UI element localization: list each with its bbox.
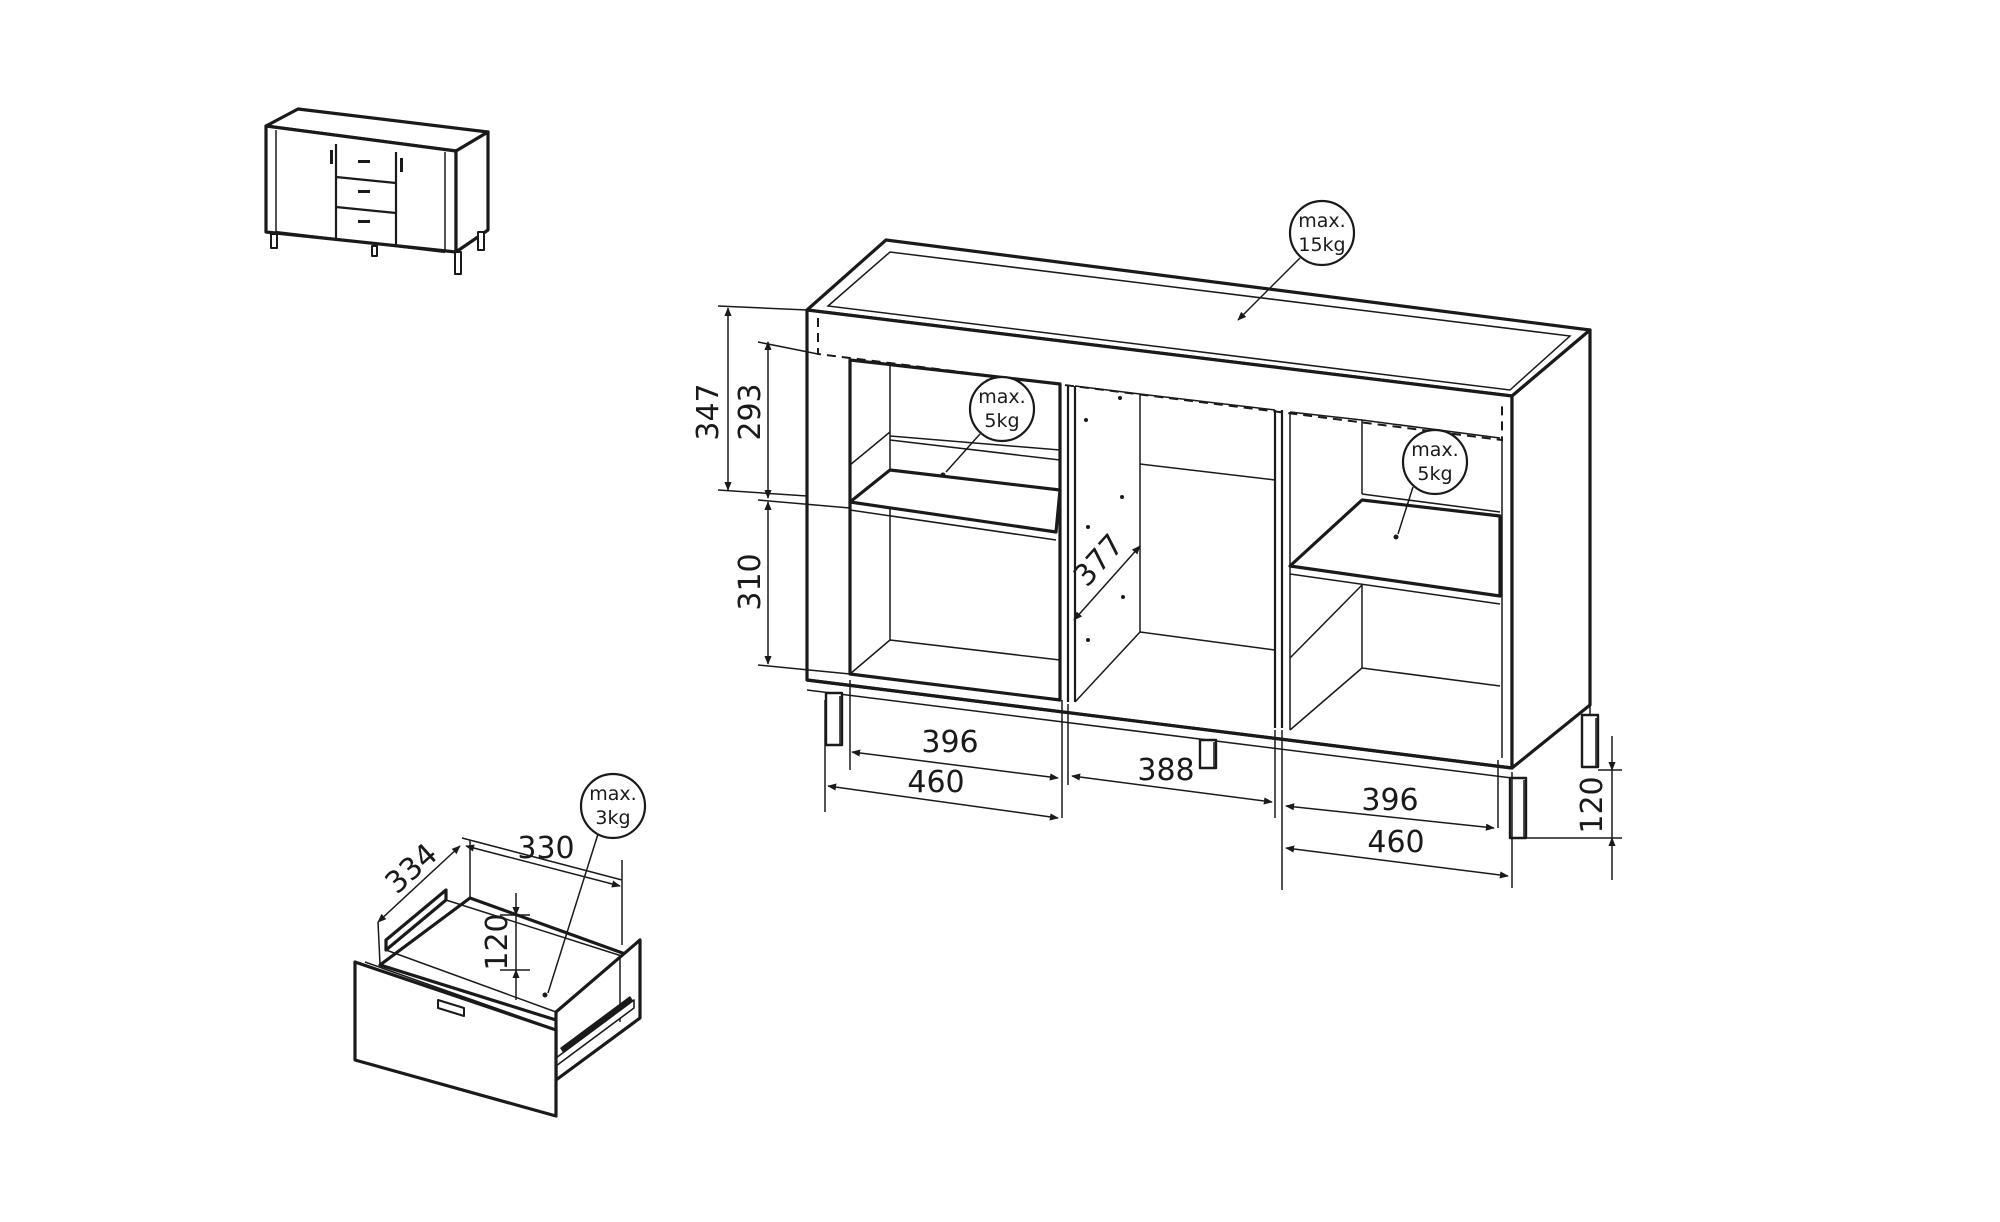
svg-text:5kg: 5kg bbox=[984, 410, 1019, 432]
cabinet-dimensions: 347 293 310 377 396 460 388 396 460 120 bbox=[691, 305, 1622, 890]
drawer-dim-330: 330 bbox=[517, 831, 574, 866]
drawer-front bbox=[353, 960, 558, 1118]
svg-text:3kg: 3kg bbox=[595, 807, 630, 829]
load-callout-drawer: max. 3kg bbox=[547, 772, 647, 994]
sideboard-thumbnail bbox=[264, 107, 490, 275]
svg-text:max.: max. bbox=[978, 386, 1025, 408]
svg-text:max.: max. bbox=[1298, 210, 1345, 232]
load-callout-right-shelf: max. 5kg bbox=[1397, 428, 1469, 535]
cabinet-side bbox=[1510, 328, 1592, 770]
dim-347: 347 bbox=[691, 383, 726, 440]
dim-396-right: 396 bbox=[1361, 783, 1418, 818]
svg-text:max.: max. bbox=[1411, 439, 1458, 461]
left-compartment bbox=[848, 358, 1062, 702]
dim-396-left: 396 bbox=[921, 725, 978, 760]
svg-text:max.: max. bbox=[589, 783, 636, 805]
svg-text:5kg: 5kg bbox=[1417, 463, 1452, 485]
middle-compartment bbox=[1066, 385, 1284, 728]
cabinet-legs bbox=[824, 691, 1600, 840]
load-callout-left-shelf: max. 5kg bbox=[945, 375, 1036, 473]
dim-388: 388 bbox=[1137, 753, 1194, 788]
right-compartment bbox=[1288, 411, 1502, 731]
dim-460-left: 460 bbox=[907, 765, 964, 800]
load-callout-top: max. 15kg bbox=[1237, 199, 1356, 321]
drawer-dim-334: 334 bbox=[379, 837, 445, 901]
dim-460-right: 460 bbox=[1367, 825, 1424, 860]
drawer-handle bbox=[437, 999, 465, 1017]
dim-310: 310 bbox=[733, 553, 768, 610]
drawer-dim-120: 120 bbox=[480, 913, 515, 970]
dim-293: 293 bbox=[733, 383, 768, 440]
svg-text:15kg: 15kg bbox=[1298, 234, 1345, 256]
dim-leg-120: 120 bbox=[1575, 776, 1610, 833]
